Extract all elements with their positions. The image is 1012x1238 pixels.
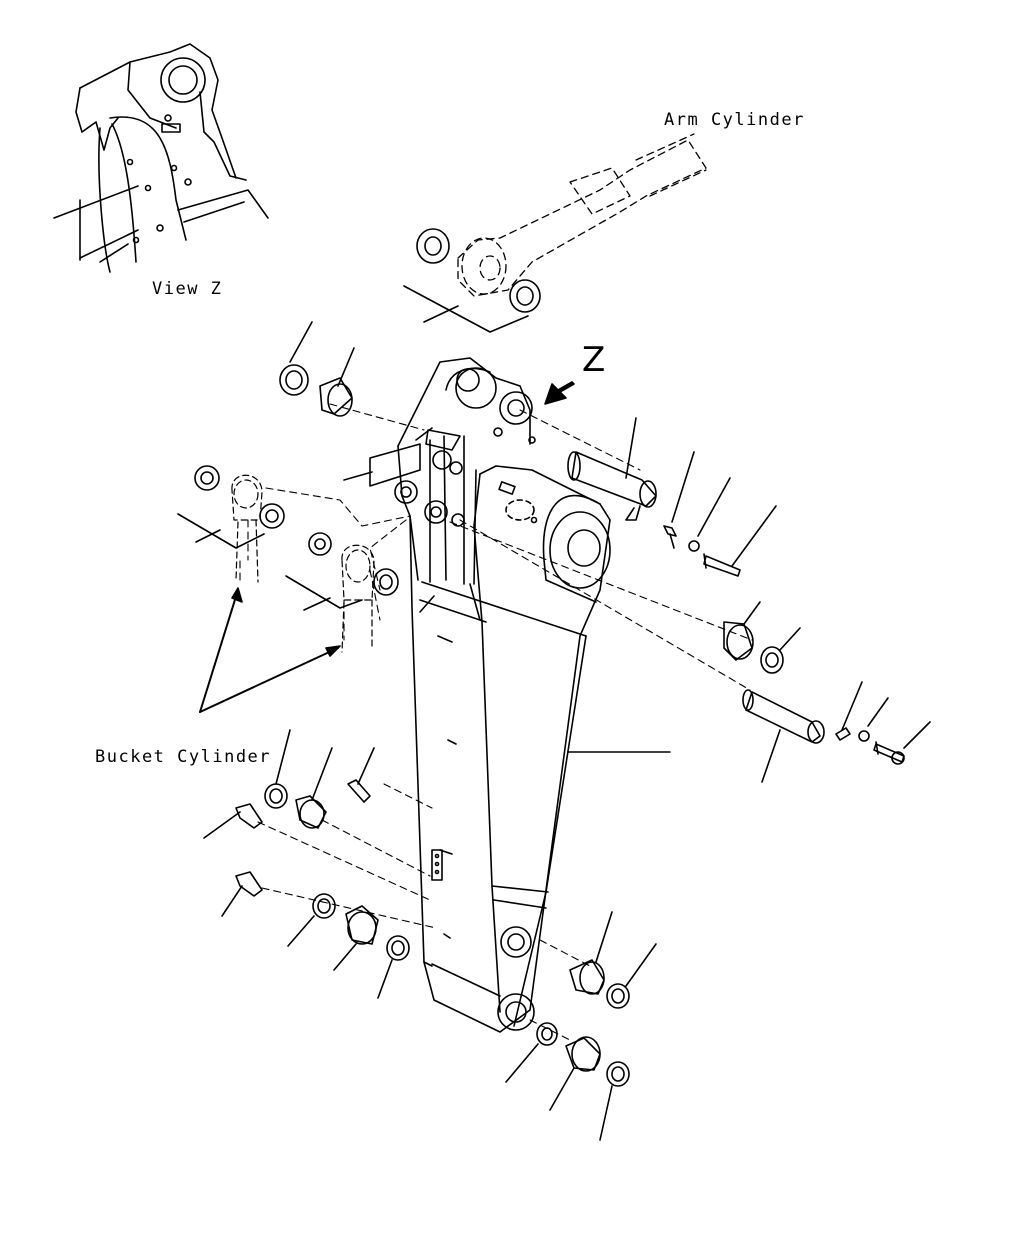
bucket-cylinder-assembly (177, 465, 399, 713)
center-lines (239, 403, 753, 1041)
lower-right-pin-parts (742, 681, 931, 783)
arm-cylinder-washers (403, 228, 541, 333)
arm-cylinder-label: Arm Cylinder (664, 110, 805, 130)
upper-left-pin-parts (279, 321, 421, 487)
lower-right-bushings (505, 911, 657, 1141)
bucket-cylinder-label: Bucket Cylinder (95, 747, 272, 767)
z-marker-label: Z (582, 340, 606, 380)
upper-right-pin-parts (567, 417, 801, 674)
z-arrow (544, 381, 575, 405)
view-z-inset (53, 43, 269, 273)
arm-body (394, 357, 611, 1033)
view-z-label: View Z (152, 279, 223, 299)
arm-cylinder-assembly (457, 133, 707, 297)
lower-left-parts (203, 729, 410, 999)
